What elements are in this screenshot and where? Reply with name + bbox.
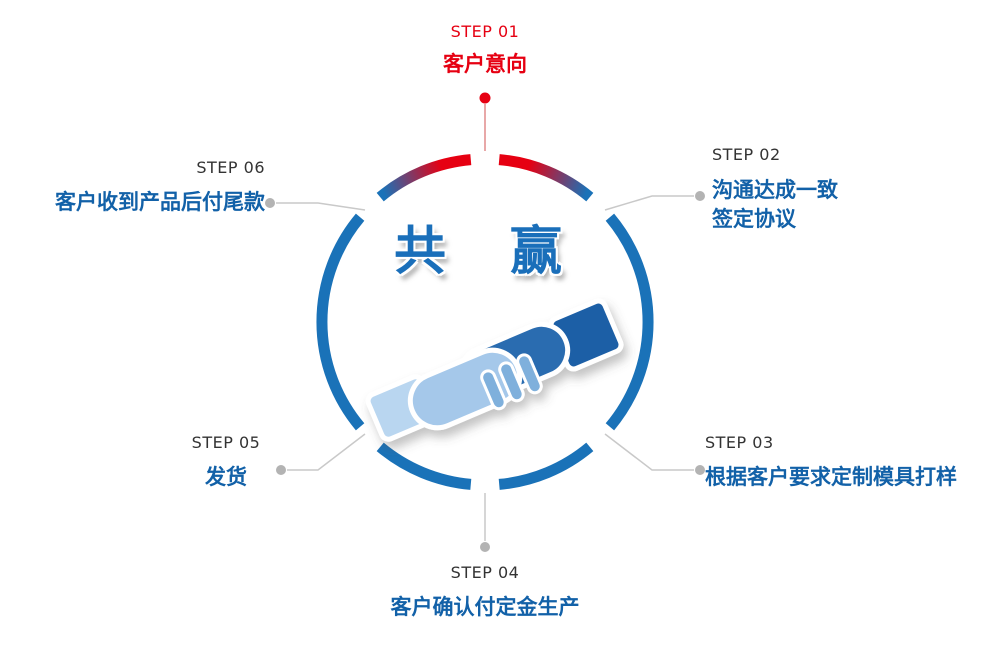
center-title: 共 赢: [393, 222, 577, 282]
connector-dot-step-06: [265, 198, 275, 208]
connector-line-step-02: [604, 195, 694, 211]
step-02-title-line1: 沟通达成一致: [712, 178, 838, 203]
connector-line-step-05: [287, 433, 366, 471]
step-01: STEP 01 客户意向: [335, 22, 635, 78]
step-04-label: STEP 04: [450, 563, 520, 582]
step-04-title: 客户确认付定金生产: [390, 595, 580, 620]
ring-arc-top-left: [376, 154, 472, 202]
ring-arc-right: [605, 213, 654, 431]
connector-line-step-03: [604, 433, 694, 471]
connector-dot-step-04: [480, 542, 490, 552]
step-01-title: 客户意向: [443, 52, 527, 77]
connector-dot-step-05: [276, 465, 286, 475]
connector-dot-step-03: [695, 465, 705, 475]
step-02: STEP 02 沟通达成一致 签定协议: [712, 145, 838, 233]
step-05-label: STEP 05: [191, 433, 261, 452]
handshake-left-hand: [407, 347, 523, 431]
step-04: STEP 04 客户确认付定金生产: [335, 563, 635, 621]
step-03-label: STEP 03: [705, 433, 774, 452]
process-ring: [316, 154, 654, 490]
step-06-title: 客户收到产品后付尾款: [55, 190, 265, 215]
step-06: STEP 06 客户收到产品后付尾款: [55, 158, 265, 216]
connector-line-step-06: [276, 202, 366, 211]
step-03-title: 根据客户要求定制模具打样: [705, 465, 957, 490]
handshake-icon: [365, 298, 624, 442]
ring-arc-top-right: [498, 154, 594, 202]
step-06-label: STEP 06: [196, 158, 265, 177]
step-02-title-line2: 签定协议: [712, 206, 796, 231]
connector-dots: [265, 92, 705, 552]
step-05: STEP 05 发货: [156, 433, 296, 491]
connector-dot-step-01: [479, 92, 491, 104]
step-05-title: 发货: [205, 465, 247, 490]
connector-dot-step-02: [695, 191, 705, 201]
ring-arc-bottom-right: [498, 442, 594, 490]
connectors: [276, 104, 694, 541]
handshake-fingers: [480, 353, 543, 411]
ring-arc-bottom-left: [376, 442, 472, 490]
step-02-label: STEP 02: [712, 145, 781, 164]
ring-arc-left: [316, 213, 365, 431]
step-01-label: STEP 01: [450, 22, 520, 41]
step-03: STEP 03 根据客户要求定制模具打样: [705, 433, 957, 491]
